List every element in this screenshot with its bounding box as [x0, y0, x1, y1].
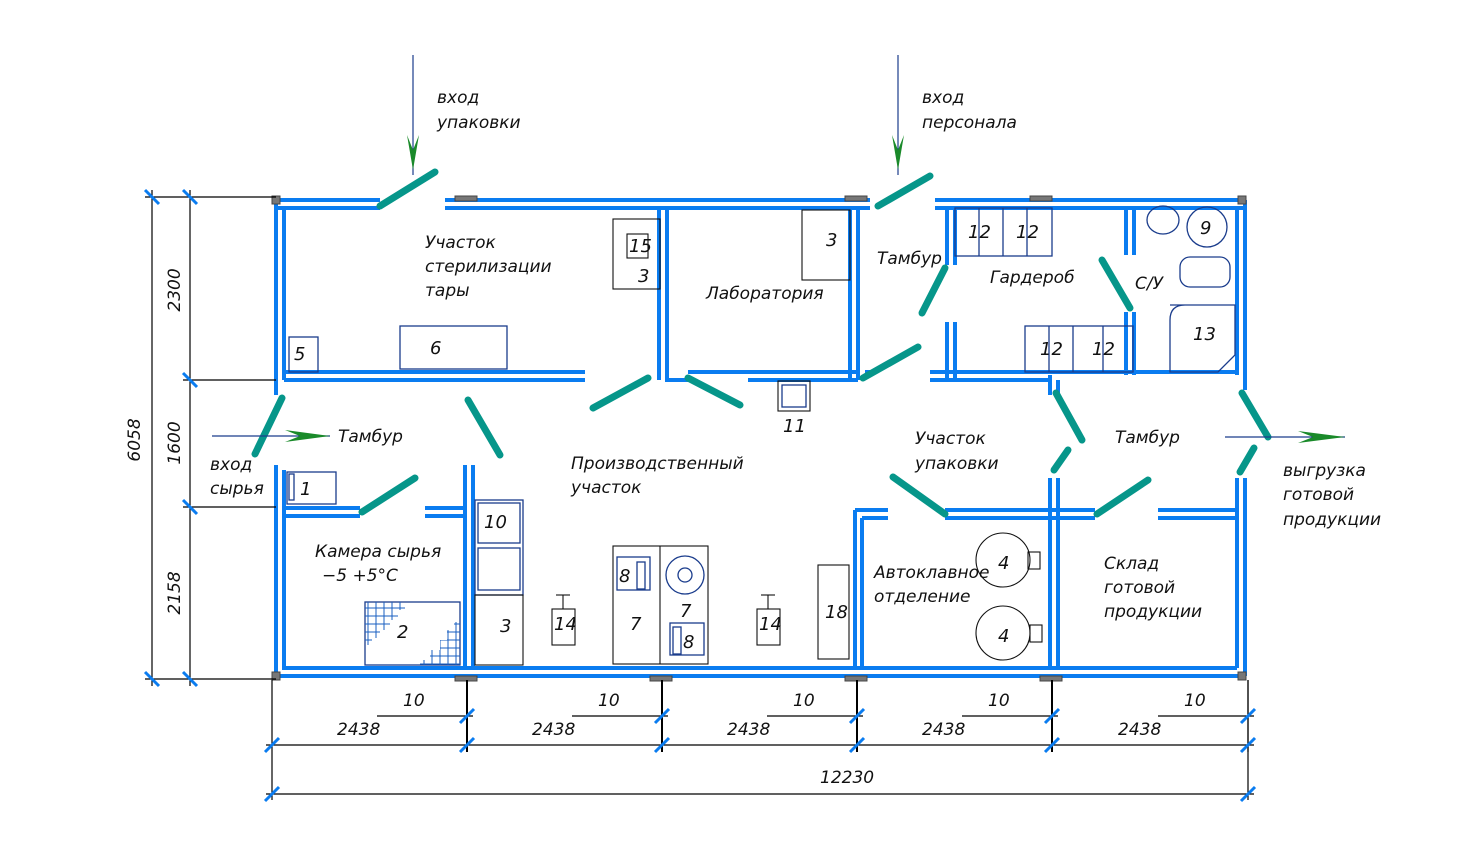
equipment-1: 1 [300, 479, 311, 500]
door-personnel-entry [874, 172, 934, 210]
equipment-12: 12 [968, 222, 991, 243]
equipment-4: 4 [998, 553, 1009, 574]
entrance-personnel-label: вход персонала [922, 88, 1017, 133]
dimension-wall-thickness: 10 [1184, 691, 1206, 711]
dimension-tick [653, 707, 671, 725]
dimension-tick [653, 736, 671, 754]
equipment-15: 15 [629, 236, 652, 257]
entrance-raw-label: вход сырья [210, 455, 264, 499]
dimension-bay-width: 2438 [1118, 720, 1161, 740]
room-vestibule-top: Тамбур [877, 249, 942, 269]
equipment [286, 205, 1236, 666]
dimension-tick [1239, 707, 1257, 725]
equipment-3: 3 [500, 616, 511, 637]
equipment-9: 9 [1200, 218, 1211, 239]
equipment-5: 5 [294, 344, 305, 365]
equipment-2: 2 [397, 622, 408, 643]
room-raw-chamber: Камера сырья −5 +5°С [315, 542, 447, 586]
equipment-14: 14 [554, 614, 577, 635]
room-production: Производственный участок [570, 454, 749, 498]
dimension-tick [458, 707, 476, 725]
dimension-bay-width: 2438 [337, 720, 380, 740]
dimension-tick [458, 736, 476, 754]
walls [274, 198, 1247, 678]
dimension-height-2: 1600 [165, 421, 185, 464]
doors [251, 168, 1272, 518]
equipment-6: 6 [430, 338, 441, 359]
equipment-8: 8 [619, 566, 630, 587]
entry-arrows [212, 55, 1345, 443]
dimension-total-height: 6058 [125, 418, 145, 461]
dimension-tick [848, 707, 866, 725]
columns [271, 195, 1247, 682]
room-sterilization: Участок стерилизации тары [425, 233, 557, 301]
room-wardrobe: Гардероб [990, 268, 1075, 288]
dimension-tick [1239, 736, 1257, 754]
shipping-label: выгрузка готовой продукции [1283, 461, 1381, 530]
room-laboratory: Лаборатория [705, 284, 824, 304]
equipment-8: 8 [683, 632, 694, 653]
equipment-numbers: 15 3 6 5 3 12 12 12 12 9 13 11 1 10 3 2 … [294, 218, 1216, 653]
room-autoclave: Автоклавное отделение [873, 563, 995, 607]
dimension-wall-thickness: 10 [793, 691, 815, 711]
equipment-7: 7 [680, 601, 692, 622]
entrance-labels: вход упаковки вход персонала вход сырья … [210, 88, 1381, 530]
room-wc: С/У [1135, 274, 1165, 294]
dimension-total-width: 12230 [820, 768, 874, 788]
dimension-height-1: 2300 [165, 268, 185, 311]
equipment-18: 18 [825, 602, 848, 623]
room-labels: Участок стерилизации тары Лаборатория Та… [315, 233, 1202, 622]
equipment-12: 12 [1016, 222, 1039, 243]
door-shipping [1236, 444, 1258, 476]
room-vestibule-right: Тамбур [1115, 428, 1180, 448]
dimension-bay-width: 2438 [532, 720, 575, 740]
dimension-bay-width: 2438 [922, 720, 965, 740]
entrance-packaging-label: вход упаковки [436, 88, 521, 133]
dimension-wall-thickness: 10 [988, 691, 1010, 711]
dimension-bay-width: 2438 [727, 720, 770, 740]
dimension-wall-thickness: 10 [403, 691, 425, 711]
equipment-13: 13 [1193, 324, 1216, 345]
dimension-wall-thickness: 10 [598, 691, 620, 711]
dimension-tick [1043, 736, 1061, 754]
equipment-12: 12 [1040, 339, 1063, 360]
door-packaging-entry [376, 168, 439, 210]
equipment-4: 4 [998, 626, 1009, 647]
dimension-tick [848, 736, 866, 754]
equipment-14: 14 [759, 614, 782, 635]
door-raw-entry [251, 394, 286, 458]
room-vestibule-left: Тамбур [338, 427, 403, 447]
vertical-dimensions: 6058 2300 1600 2158 [125, 188, 276, 688]
equipment-10: 10 [484, 512, 507, 533]
equipment-3: 3 [638, 266, 649, 287]
dimension-tick [1043, 707, 1061, 725]
horizontal-dimensions: 10 2438 10 2438 10 2438 10 2438 10 2438 12230 [263, 680, 1257, 803]
room-warehouse: Склад готовой продукции [1104, 554, 1202, 622]
dimension-height-3: 2158 [165, 571, 185, 614]
equipment-7: 7 [630, 614, 642, 635]
equipment-3: 3 [826, 230, 837, 251]
equipment-11: 11 [783, 416, 806, 437]
equipment-12: 12 [1092, 339, 1115, 360]
room-packing: Участок упаковки [914, 429, 999, 474]
